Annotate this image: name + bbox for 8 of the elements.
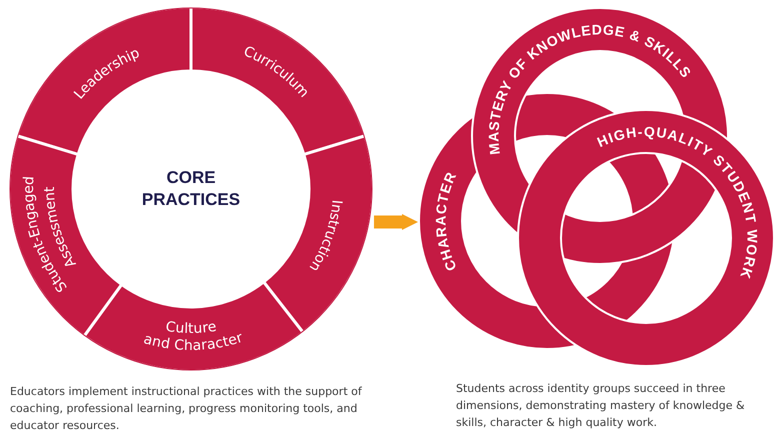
caption: Students across identity groups succeed in three dimensions, demonstrating mastery of knowledge & skills, character & high quality work. (456, 381, 746, 431)
arrow (374, 214, 418, 230)
segment-label: Culture and Character (142, 318, 245, 354)
donut-diagram (8, 6, 374, 372)
caption: Educators implement instructional practices with the support of coaching, professional learning, progress monitoring tools, and educator resources. (10, 384, 363, 434)
center-title: CORE PRACTICES (140, 167, 242, 211)
ring (517, 109, 774, 367)
ring-segment (8, 134, 124, 338)
